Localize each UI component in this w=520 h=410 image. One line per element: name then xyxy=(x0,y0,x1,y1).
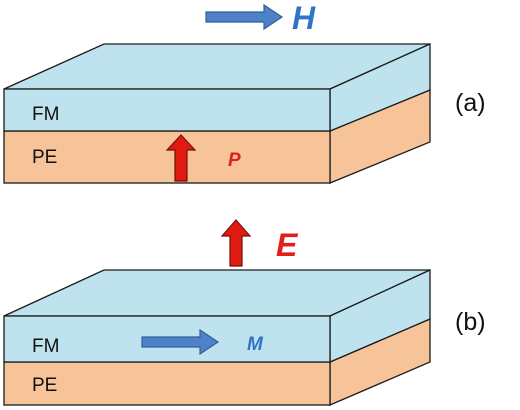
fm-layer-b xyxy=(3,268,431,363)
fm-layer-a xyxy=(3,42,431,132)
pe-layer-b xyxy=(3,318,431,406)
panel-b-label: (b) xyxy=(455,308,486,336)
pe-layer-a xyxy=(3,89,431,184)
polarization-symbol: P xyxy=(228,150,241,171)
pe-label-b: PE xyxy=(32,375,57,396)
fm-label-b: FM xyxy=(32,336,59,357)
fm-label-a: FM xyxy=(32,104,59,125)
e-field-symbol: E xyxy=(276,227,299,263)
panel-b: E FM PE M (b) xyxy=(3,219,486,406)
h-field-symbol: H xyxy=(292,0,316,36)
pe-label-a: PE xyxy=(32,147,57,168)
magnetization-arrow xyxy=(141,328,220,356)
panel-a: H FM PE P (a) xyxy=(3,0,486,184)
polarization-arrow xyxy=(165,134,197,182)
panel-a-label: (a) xyxy=(455,89,486,117)
e-field-arrow xyxy=(220,219,252,267)
magnetization-symbol: M xyxy=(247,334,264,355)
h-field-arrow xyxy=(205,3,284,31)
